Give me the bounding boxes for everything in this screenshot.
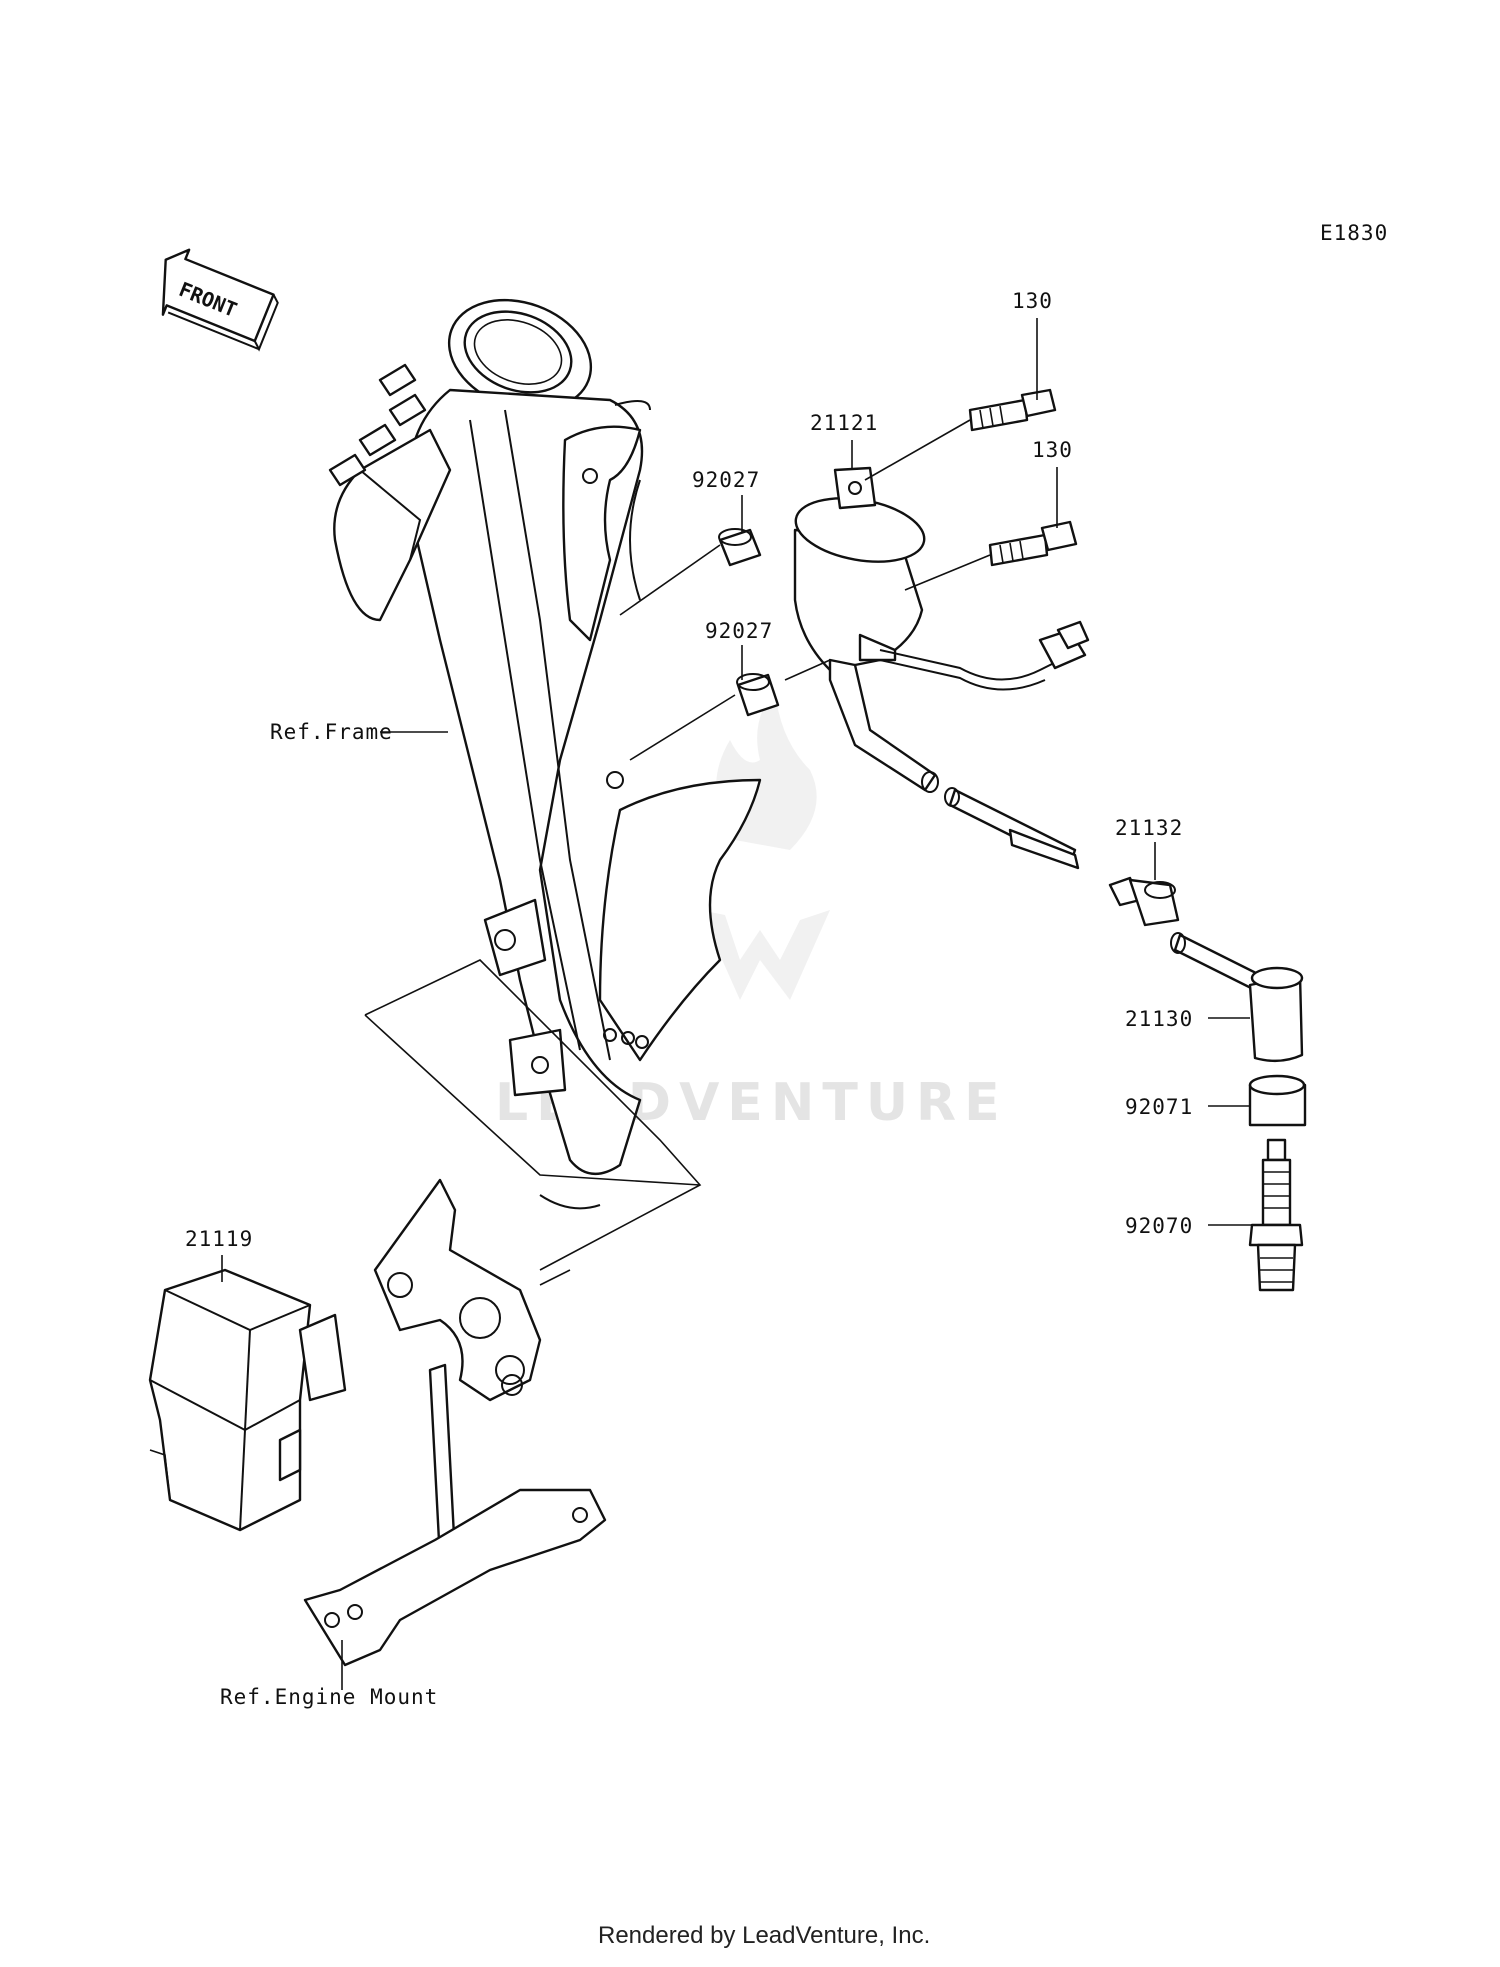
footer-credit: Rendered by LeadVenture, Inc. (598, 1922, 930, 1949)
callout-cap-seal: 21132 (1115, 816, 1183, 840)
front-arrow-icon: FRONT (161, 248, 279, 352)
callout-coil: 21121 (810, 411, 878, 435)
callout-ref-frame: Ref.Frame (270, 720, 393, 744)
collar-lower (736, 673, 780, 717)
frame-drawing (328, 298, 762, 1210)
mounting-lines (619, 419, 991, 761)
frame-tabs (328, 363, 427, 487)
leader-lines (221, 318, 1252, 1690)
callout-cap-boot: 92071 (1125, 1095, 1193, 1119)
cap-boot (1248, 1074, 1307, 1127)
ignition-coil (793, 466, 1090, 870)
callout-labels: 130 130 21121 92027 92027 Ref.Frame 2113… (185, 289, 1193, 1709)
plug-cap (1170, 932, 1304, 1063)
callout-igniter: 21119 (185, 1227, 253, 1251)
collar-upper (718, 528, 762, 567)
callout-bolt-lower: 130 (1032, 438, 1073, 462)
callout-spark-plug: 92070 (1125, 1214, 1193, 1238)
callout-ref-engine-mount: Ref.Engine Mount (220, 1685, 438, 1709)
igniter (148, 1268, 347, 1532)
callout-bolt-upper: 130 (1012, 289, 1053, 313)
bolt-lower (988, 520, 1078, 567)
engine-mount-bracket (303, 959, 702, 1667)
cap-seal (1108, 876, 1180, 927)
spark-plug (1248, 1138, 1304, 1292)
callout-collar-upper: 92027 (692, 468, 760, 492)
diagram-code: E1830 (1320, 221, 1388, 245)
bolt-upper (968, 388, 1057, 432)
callout-collar-lower: 92027 (705, 619, 773, 643)
callout-plug-cap: 21130 (1125, 1007, 1193, 1031)
